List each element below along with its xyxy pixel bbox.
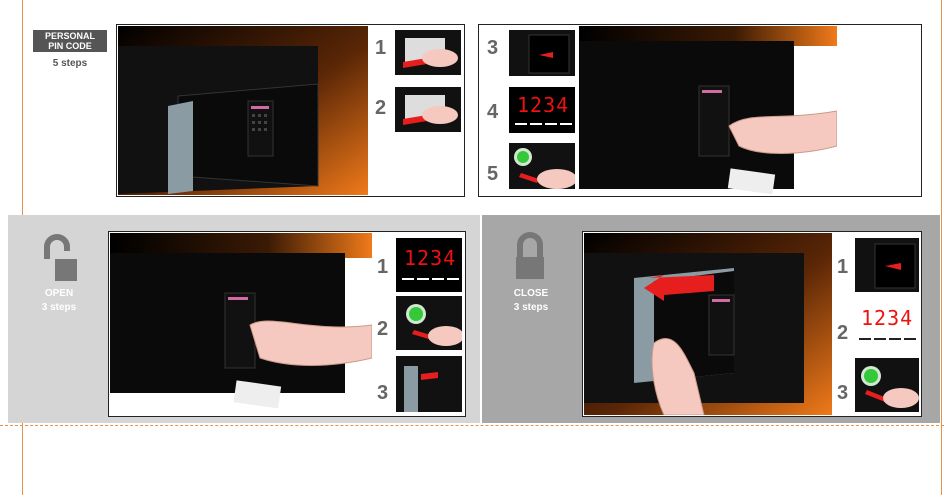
open-title: OPEN (26, 288, 92, 299)
open-panel: OPEN 3 steps 1 (8, 215, 480, 423)
personal-frame-a: 1 2 (116, 24, 465, 197)
close-thumb-confirm (855, 358, 919, 412)
personal-step-1: 1 (375, 37, 386, 60)
close-display-digits: 1234 (861, 306, 913, 330)
open-thumb-door (396, 356, 462, 412)
personal-step-5: 5 (487, 163, 498, 186)
thumb-confirm-button (509, 143, 575, 189)
safe-keypad-press-illustration (579, 26, 837, 195)
personal-step-4: 4 (487, 101, 498, 124)
personal-title-line1: PERSONAL (35, 31, 105, 41)
safe-scene-insert-card (118, 26, 368, 195)
open-subtitle: 3 steps (26, 302, 92, 313)
personal-step-3: 3 (487, 37, 498, 60)
thumb-display-1234: 1234 (509, 87, 575, 133)
close-subtitle: 3 steps (498, 302, 564, 313)
thumb-card-insert-1 (395, 30, 461, 75)
personal-title-line2: PIN CODE (35, 41, 105, 51)
unlocked-padlock-icon (41, 233, 81, 283)
safe-scene-close (584, 233, 832, 415)
thumb-card-insert-2 (395, 87, 461, 132)
open-thumb-display: 1234 (396, 238, 462, 292)
right-guide-line (941, 0, 942, 495)
open-step-1: 1 (377, 256, 388, 279)
open-frame: 1 1234 2 3 (108, 231, 466, 417)
close-step-3: 3 (837, 382, 848, 405)
safe-scene-open (110, 233, 372, 415)
personal-frame-b: 3 4 1234 5 (478, 24, 922, 197)
personal-display-digits: 1234 (517, 93, 569, 117)
close-thumb-display: 1234 (855, 298, 919, 352)
close-title: CLOSE (498, 288, 564, 299)
close-panel: CLOSE 3 steps 1 (482, 215, 940, 423)
locked-padlock-icon (512, 231, 548, 281)
open-step-2: 2 (377, 318, 388, 341)
safe-keypad-open-illustration (110, 233, 372, 415)
close-step-1: 1 (837, 256, 848, 279)
close-frame: 1 2 1234 3 (582, 231, 922, 417)
safe-door-close-illustration (584, 233, 832, 415)
personal-subtitle: 5 steps (33, 58, 107, 69)
personal-step-2: 2 (375, 97, 386, 120)
close-thumb-door (855, 238, 919, 292)
safe-scene-enter-code (579, 26, 837, 195)
personal-pin-badge: PERSONAL PIN CODE (33, 30, 107, 52)
open-display-digits: 1234 (404, 246, 456, 270)
close-step-2: 2 (837, 322, 848, 345)
bottom-dashed-line (0, 425, 944, 426)
open-thumb-confirm (396, 296, 462, 350)
open-step-3: 3 (377, 382, 388, 405)
thumb-door-close (509, 30, 575, 76)
safe-open-door-illustration (118, 26, 368, 195)
